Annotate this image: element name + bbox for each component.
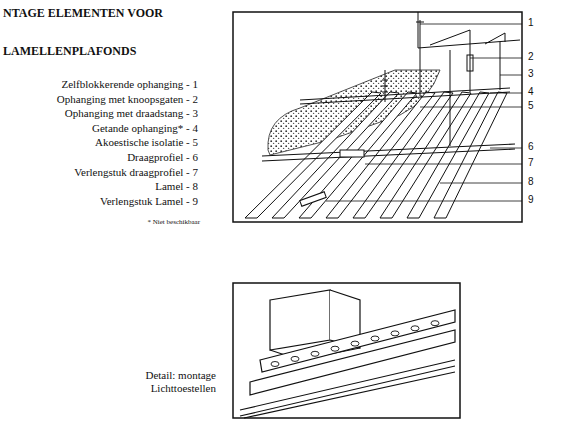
hole — [371, 336, 379, 341]
lamella — [245, 92, 381, 218]
note: * Niet beschikbaar — [148, 218, 200, 226]
light-fixture-detail — [240, 290, 455, 418]
hole — [391, 331, 399, 336]
slab-brackets — [430, 30, 505, 46]
callout-number: 5 — [527, 100, 535, 112]
title: NTAGE ELEMENTEN VOOR LAMELLENPLAFONDS — [3, 0, 193, 70]
callout-number: 7 — [527, 157, 535, 169]
carrier-extension — [340, 150, 364, 157]
callout-number: 2 — [527, 51, 535, 63]
carrier-profile — [300, 88, 510, 104]
lamella-extension — [300, 192, 326, 207]
legend-item: Draagprofiel - 6 — [127, 151, 198, 164]
lamella — [434, 92, 507, 218]
callout-number: 8 — [527, 176, 535, 188]
legend-item: Verlengstuk draagprofiel - 7 — [74, 166, 198, 179]
callout-number: 1 — [527, 17, 535, 29]
hangers — [382, 20, 500, 146]
legend-item: Getande ophanging* - 4 — [92, 122, 198, 135]
callout-number: 4 — [527, 86, 535, 98]
hole — [351, 341, 359, 346]
legend-item: Lamel - 8 — [155, 180, 198, 193]
hole — [411, 326, 419, 331]
legend-item: Ophanging met knoopsgaten - 2 — [57, 93, 198, 106]
callout-number: 3 — [527, 68, 535, 80]
frame — [233, 12, 522, 222]
legend-item: Akoestische isolatie - 5 — [95, 136, 198, 149]
hole — [271, 362, 279, 367]
slab-edge — [418, 12, 520, 48]
legend-item: Ophanging met draadstang - 3 — [65, 107, 198, 120]
hole — [291, 356, 299, 361]
carrier-profile — [262, 144, 515, 161]
hole — [311, 351, 319, 356]
caption: Detail: montage Lichttoestellen — [124, 369, 216, 394]
callout-number: 9 — [527, 194, 535, 206]
frame — [233, 283, 460, 418]
profile-holes — [271, 321, 439, 367]
leader-lines — [326, 24, 522, 201]
legend-item: Zelfblokkerende ophanging - 1 — [61, 78, 198, 91]
hole — [331, 346, 339, 351]
hole — [431, 321, 439, 326]
callout-number: 6 — [527, 141, 535, 153]
legend-item: Verlengstuk Lamel - 9 — [100, 195, 198, 208]
